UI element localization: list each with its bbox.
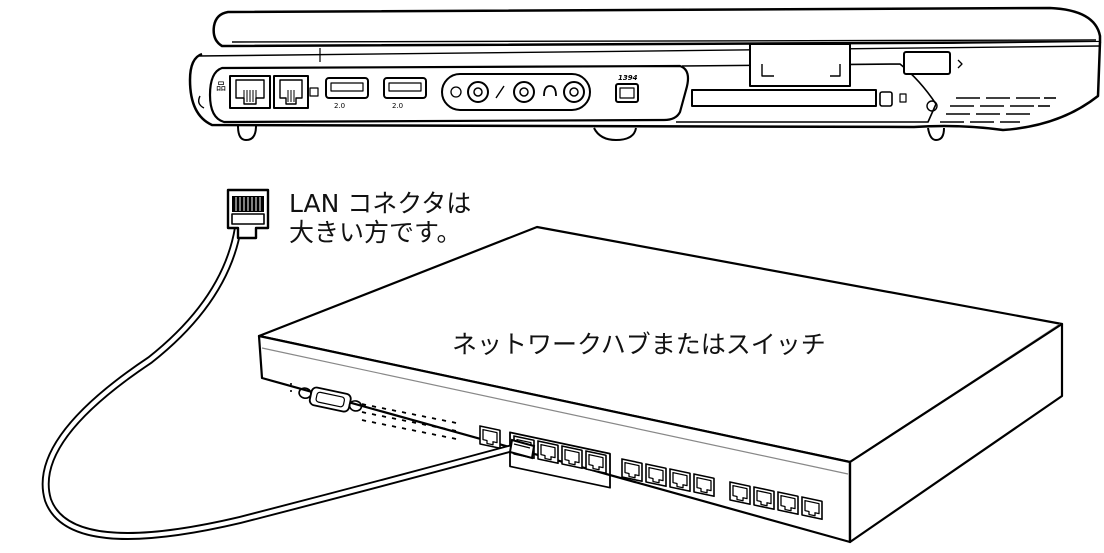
usb-label-2: 2.0 [392,102,403,110]
status-leds [361,403,457,440]
usb-port-1 [325,77,369,99]
callout-line-2: 大きい方です。 [289,218,462,247]
network-hub [257,225,1064,544]
firewire-port [615,83,639,103]
rj45-plug-icon [226,188,270,240]
hub-cable-plug [508,438,536,460]
callout-line-1: LAN コネクタは [289,189,472,218]
lan-connector-callout: LAN コネクタは 大きい方です。 [289,189,471,247]
audio-jack-group [441,73,591,111]
wireless-switch [903,51,951,75]
hub-label: ネットワークハブまたはスイッチ [452,330,826,359]
usb-port-2 [383,77,427,99]
firewire-label: 1394 [618,74,638,82]
card-reader-slot [749,43,851,87]
vent-grille [940,97,1056,123]
express-card-slot [691,89,877,107]
lan-cable [41,224,524,540]
serial-port [298,386,363,413]
laptop: 品 [188,6,1102,141]
usb-label-1: 2.0 [334,102,345,110]
laptop-port-panel [208,64,690,124]
svg-text:品: 品 [216,81,226,93]
laptop-lid [212,6,1102,48]
